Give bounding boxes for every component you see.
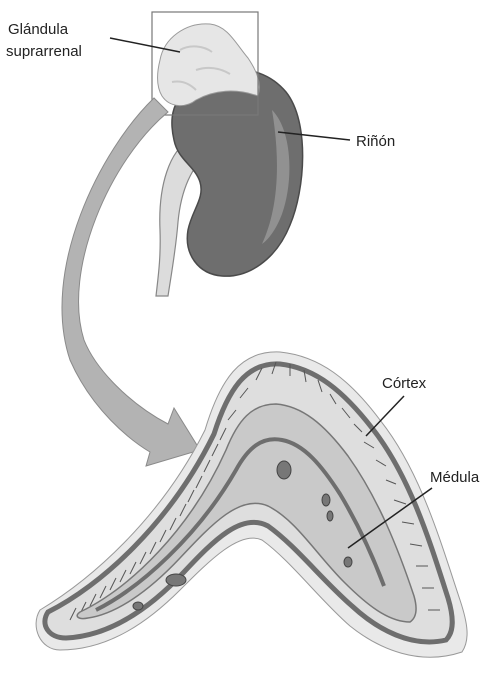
label-kidney: Riñón xyxy=(356,133,395,150)
label-adrenal-gland-line1: Glándula xyxy=(8,21,69,38)
label-adrenal-gland-line2: suprarrenal xyxy=(6,43,82,60)
label-cortex: Córtex xyxy=(382,375,427,392)
label-medulla: Médula xyxy=(430,469,480,486)
